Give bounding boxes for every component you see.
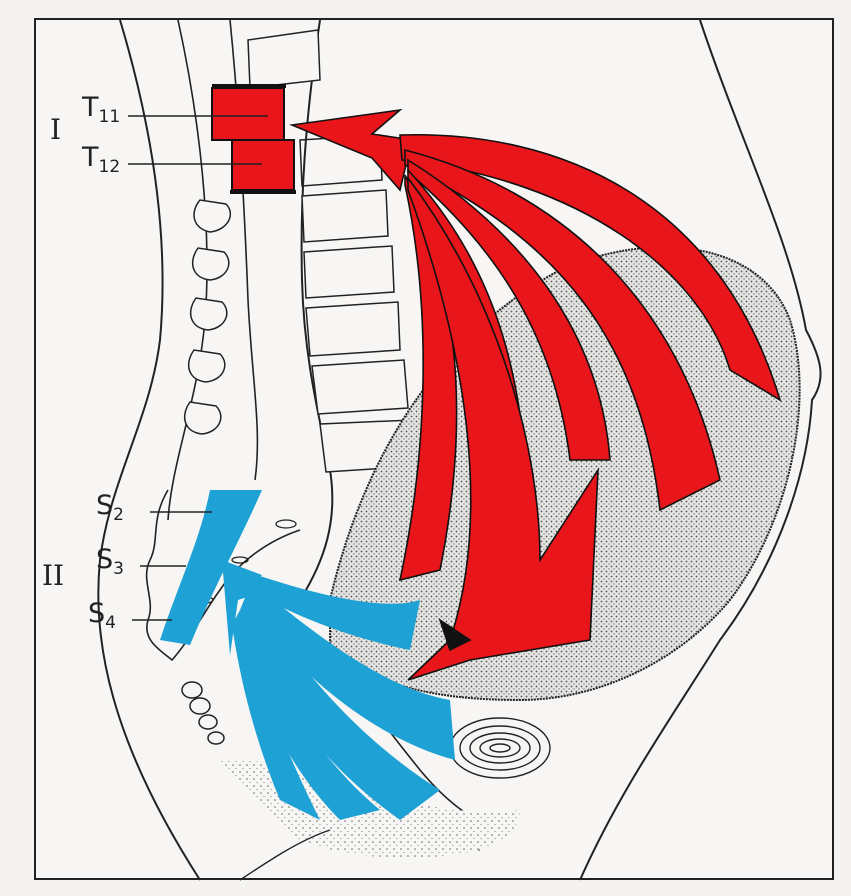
label-s2: S2 bbox=[96, 492, 124, 524]
blue-arrow-2 bbox=[245, 580, 455, 760]
label-s3-base: S bbox=[96, 544, 114, 575]
label-s3-sub: 3 bbox=[113, 559, 124, 579]
group-label-i: I bbox=[50, 113, 62, 146]
label-s3: S3 bbox=[96, 546, 124, 578]
vertebrae bbox=[247, 29, 419, 473]
blue-arrow-3 bbox=[240, 590, 440, 820]
label-t11-base: T bbox=[82, 92, 99, 123]
blue-arrow-4 bbox=[238, 600, 380, 820]
spinous-processes bbox=[183, 199, 231, 435]
red-arrow-2 bbox=[404, 148, 721, 512]
s2-s4-segment bbox=[160, 490, 262, 645]
label-s2-sub: 2 bbox=[113, 505, 124, 525]
red-arrow-3 bbox=[407, 158, 611, 461]
red-arrow-tip-dark bbox=[438, 618, 472, 652]
sacral-foramen bbox=[275, 519, 297, 529]
spinal-column-anterior bbox=[299, 19, 334, 601]
back-contour-outer bbox=[97, 19, 201, 881]
label-s4-sub: 4 bbox=[105, 613, 116, 633]
coccyx bbox=[181, 681, 225, 745]
sympathetic-arrows bbox=[288, 108, 782, 681]
blue-arrow-1 bbox=[248, 572, 420, 650]
abdomen-outline bbox=[579, 19, 822, 881]
label-t11: T11 bbox=[82, 94, 120, 126]
label-s4: S4 bbox=[88, 600, 116, 632]
label-s4-base: S bbox=[88, 598, 106, 629]
group-label-ii: II bbox=[42, 559, 65, 592]
label-leader-lines bbox=[128, 115, 268, 621]
label-t12-base: T bbox=[82, 142, 99, 173]
red-arrow-6 bbox=[407, 175, 599, 681]
label-t12-sub: 12 bbox=[98, 157, 121, 177]
parasympathetic-arrows bbox=[222, 560, 455, 820]
label-t11-sub: 11 bbox=[98, 107, 121, 127]
red-arrowhead bbox=[288, 108, 413, 192]
label-s2-base: S bbox=[96, 490, 114, 521]
perineal-outline bbox=[239, 829, 331, 881]
blue-arrow-5 bbox=[232, 610, 320, 820]
t11-t12-segment bbox=[211, 84, 296, 194]
label-t12: T12 bbox=[82, 144, 120, 176]
pubic-spiral bbox=[449, 717, 551, 779]
sacral-foramen bbox=[231, 556, 249, 564]
